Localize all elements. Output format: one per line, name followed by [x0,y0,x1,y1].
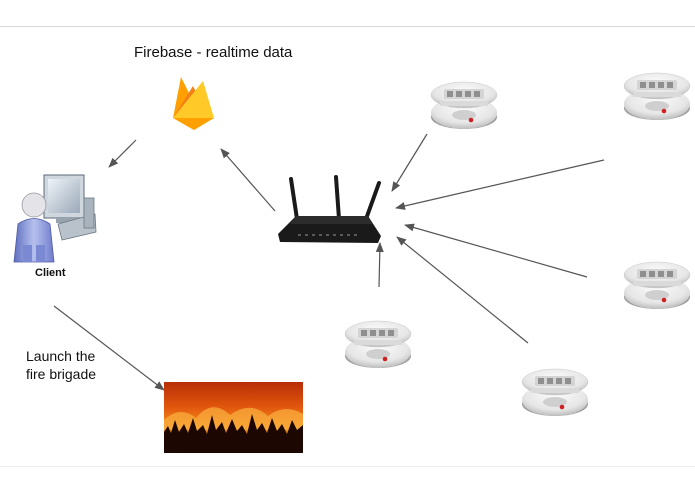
arrow-detector2-to-router [395,159,605,210]
arrow-detector3-to-router [404,223,588,278]
smoke-detector-icon [344,320,412,369]
top-divider [0,26,695,27]
arrow-detector5-to-router [375,242,384,288]
data-flow-arrows [53,133,605,391]
launch-fire-brigade-label: Launch the fire brigade [26,347,136,383]
arrow-router-to-firebase [220,148,276,212]
client-computer-icon [13,174,97,263]
launch-label-line1: Launch the [26,348,96,364]
smoke-detector-icon [521,368,589,417]
forest-fire-image [164,382,303,453]
arrow-firebase-to-client [108,139,137,168]
smoke-detector-icon [623,261,691,310]
arrow-detector4-to-router [396,236,529,344]
smoke-detector-icon [430,81,498,130]
launch-label-line2: fire brigade [26,366,97,382]
client-label: Client [35,267,66,279]
bottom-divider [0,466,695,467]
firebase-icon [173,77,214,130]
router-icon [278,175,381,243]
firebase-label: Firebase - realtime data [134,44,293,61]
arrow-client-to-fire-brigade [53,305,165,391]
smoke-detector-icon [623,72,691,121]
arrow-detector1-to-router [391,133,428,192]
